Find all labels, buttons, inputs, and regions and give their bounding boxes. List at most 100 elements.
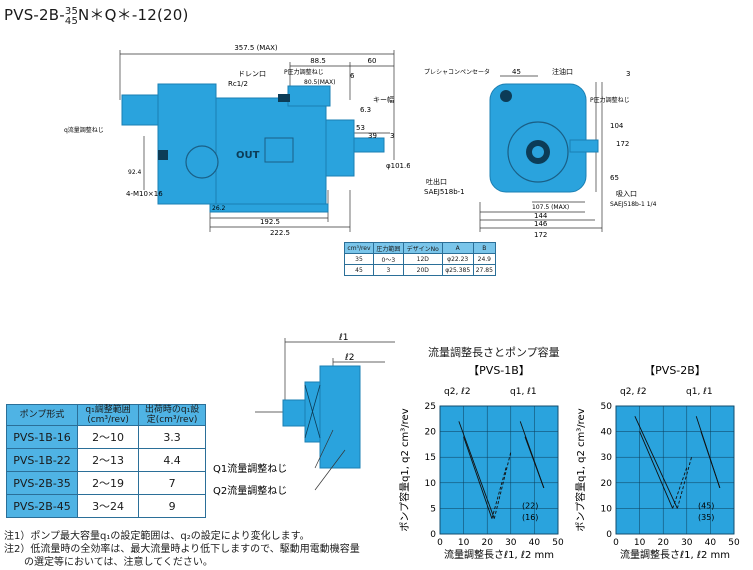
q1-adjust-label: Q1流量調整ねじ: [213, 462, 287, 475]
spec-header-range: q₁調整範囲(cm³/rev): [76, 404, 140, 426]
table-row: PVS-2B-35 2〜19 7: [6, 471, 206, 495]
cap-header: デザインNo: [402, 242, 443, 254]
l2-label: ℓ2: [344, 353, 354, 363]
dim-222-5: 222.5: [270, 229, 290, 237]
drain-label: ドレン口: [238, 70, 266, 78]
dim-104: 104: [610, 122, 624, 130]
p-adjust-front-label: P圧力調整ねじ: [590, 96, 630, 104]
cap-header: A: [441, 242, 474, 254]
spec-cell: 9: [138, 494, 206, 518]
legend-entry: (45): [698, 501, 714, 510]
dim-80-5: 80.5(MAX): [304, 79, 335, 86]
series-line: [458, 421, 495, 519]
series-line: [524, 436, 545, 489]
y-axis-label: ポンプ容量q1, q2 cm³/rev: [398, 408, 411, 531]
y-tick-label: 15: [425, 453, 436, 463]
top-label-q2: q2, ℓ2: [444, 387, 471, 397]
dim-107-5: 107.5 (MAX): [532, 204, 569, 211]
pump-body: [121, 83, 385, 213]
spec-cell: 3〜24: [76, 494, 140, 518]
note-3: の選定等においては、注意してください。: [4, 557, 213, 568]
spec-cell: PVS-1B-22: [6, 448, 78, 472]
table-row: PVS-1B-16 2〜10 3.3: [6, 425, 206, 449]
y-tick-label: 5: [430, 504, 436, 514]
plot-area: [615, 405, 735, 535]
x-tick-label: 30: [681, 538, 693, 548]
y-tick-label: 0: [430, 530, 436, 540]
dim-45: 45: [512, 68, 521, 76]
spec-header-default: 出荷時のq₁設定(cm³/rev): [138, 404, 206, 426]
x-axis-label: 流量調整長さℓ1, ℓ2 mm: [444, 548, 554, 561]
spec-cell: 7: [138, 471, 206, 495]
spec-cell: 2〜10: [76, 425, 140, 449]
q2-adjust-label: Q2流量調整ねじ: [213, 484, 287, 497]
capacity-table: cm³/rev 圧力範囲 デザインNo A B 35 0〜3 12D φ22.2…: [344, 242, 497, 276]
dim-144: 144: [534, 212, 548, 220]
y-tick-label: 40: [601, 428, 613, 438]
plot-area: [439, 405, 559, 535]
y-tick-label: 10: [601, 504, 613, 514]
cap-header: 圧力範囲: [372, 242, 404, 254]
spec-cell: 2〜13: [76, 448, 140, 472]
series-line: [493, 451, 512, 519]
spec-cell: PVS-2B-45: [6, 494, 78, 518]
y-tick-label: 20: [425, 428, 437, 438]
x-tick-label: 10: [634, 538, 646, 548]
key-value: 6.3: [360, 106, 371, 114]
table-row: 35 0〜3 12D φ22.23 24.9: [344, 253, 497, 265]
spec-header-model: ポンプ形式: [6, 404, 78, 426]
x-tick-label: 40: [705, 538, 717, 548]
legend-entry: (22): [522, 501, 538, 510]
x-tick-label: 10: [458, 538, 470, 548]
dim-60: 60: [368, 57, 377, 65]
notes: 注1）ポンプ最大容量q₁の設定範囲は、q₂の設定により変化します。 注2）低流量…: [4, 530, 360, 569]
dim-101-6: φ101.6: [386, 162, 410, 170]
series-line: [463, 436, 493, 519]
top-label-q1: q1, ℓ1: [510, 387, 537, 397]
chart-title: 【PVS-2B】: [644, 364, 706, 377]
oil-inlet-label: 注油口: [552, 67, 573, 76]
top-label-q1: q1, ℓ1: [686, 387, 713, 397]
adjust-figure: ℓ1 ℓ2 Q1流量調整ねじ Q2流量調整ねじ: [213, 333, 395, 497]
dim-65: 65: [610, 174, 619, 182]
dim-192-5: 192.5: [260, 218, 280, 226]
dim-172: 172: [616, 140, 629, 148]
precompensator-label: プレシャコンペンセータ: [424, 68, 490, 76]
key-label: キー幅: [373, 95, 394, 104]
y-tick-label: 0: [606, 530, 612, 540]
cap-cell: 0〜3: [372, 253, 404, 265]
rc-label: Rc1/2: [228, 80, 248, 88]
x-tick-label: 0: [437, 538, 443, 548]
cap-cell: 24.9: [472, 253, 497, 265]
side-view-drawing: OUT 357.5 (MAX) 88.5 60 ドレン口 Rc1/2 P圧力調整…: [64, 44, 410, 237]
p-adjust-label: P圧力調整ねじ: [284, 68, 324, 76]
charts-title: 流量調整長さとポンプ容量: [428, 346, 560, 359]
note-1: 注1）ポンプ最大容量q₁の設定範囲は、q₂の設定により変化します。: [4, 531, 310, 542]
discharge-label: 吐出口: [426, 177, 447, 186]
cap-cell: 35: [344, 253, 374, 265]
series-line: [676, 457, 692, 509]
legend-entry: (16): [522, 513, 538, 522]
series-line: [700, 431, 721, 489]
cap-cell: 27.85: [472, 264, 497, 276]
y-tick-label: 20: [601, 479, 613, 489]
adjust-body: [282, 365, 361, 469]
y-axis-label: ポンプ容量q1, q2 cm³/rev: [574, 408, 587, 531]
cap-cell: 12D: [402, 253, 443, 265]
out-label: OUT: [236, 150, 260, 161]
dim-6: 6: [350, 72, 355, 80]
x-tick-label: 20: [481, 538, 493, 548]
dim-max-length: 357.5 (MAX): [234, 44, 278, 52]
dim-26-2: 26.2: [212, 205, 226, 212]
dim-146: 146: [534, 220, 548, 228]
table-row: 45 3 20D φ25.385 27.85: [344, 264, 497, 276]
y-tick-label: 30: [601, 453, 613, 463]
x-tick-label: 30: [505, 538, 517, 548]
x-tick-label: 40: [529, 538, 541, 548]
spec-cell: PVS-1B-16: [6, 425, 78, 449]
series-line: [639, 431, 674, 509]
cap-header: B: [472, 242, 497, 254]
cap-cell: 20D: [402, 264, 443, 276]
dim-3b: 3: [626, 70, 630, 78]
